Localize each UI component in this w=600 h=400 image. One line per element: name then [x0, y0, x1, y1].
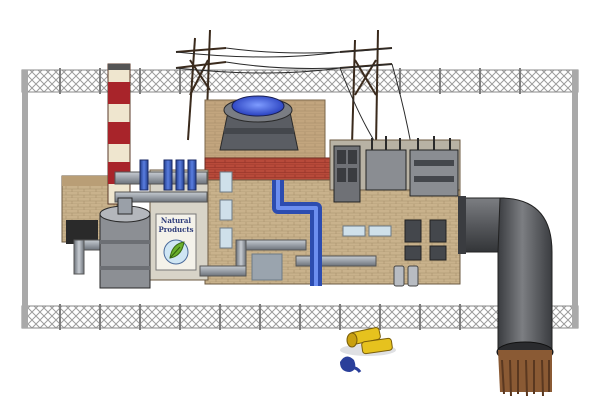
gas-canisters — [393, 265, 419, 287]
building-windows — [219, 171, 392, 281]
chain-link-fence — [21, 68, 579, 330]
vent-windows — [404, 219, 447, 261]
natural-products-sign-icon: Natural Products — [155, 213, 197, 271]
storage-silo — [99, 197, 151, 289]
large-exhaust-pipe-icon — [458, 196, 554, 397]
grey-pipes — [73, 171, 377, 277]
yellow-barrels-icon — [340, 327, 396, 356]
cooling-tank-icon — [219, 95, 299, 151]
transformer-icon — [333, 136, 459, 203]
oil-spill-icon — [340, 356, 362, 373]
sign-line-2: Products — [158, 225, 193, 234]
sign-line-1: Natural — [161, 216, 191, 225]
blue-pipes — [139, 159, 322, 286]
